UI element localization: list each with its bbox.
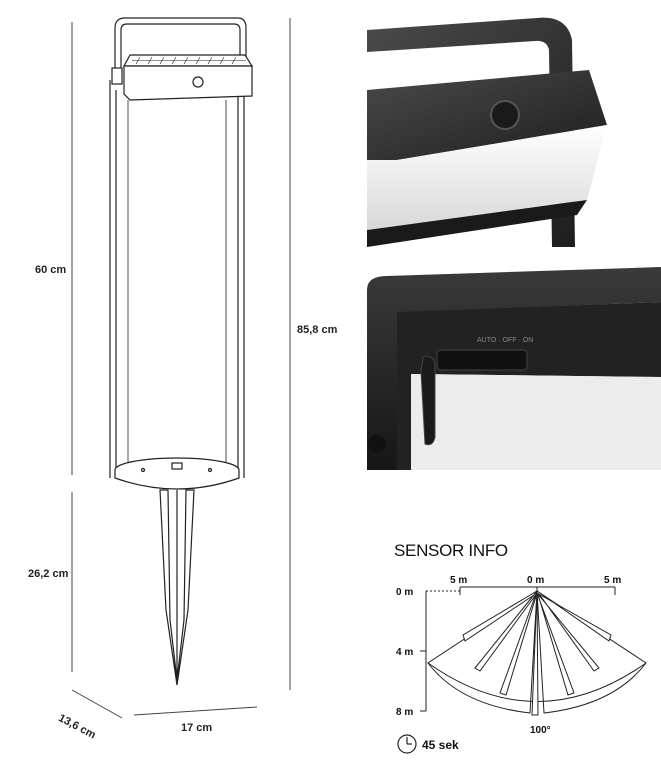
dim-label-spike: 26,2 cm (28, 568, 69, 580)
lamp-drawing (71, 17, 291, 719)
photo-switch-detail: AUTO · OFF · ON (367, 262, 661, 470)
detection-zone (427, 589, 647, 716)
axis-label-top-center: 0 m (527, 575, 544, 586)
dim-line-width (133, 706, 258, 716)
sensor-dot (192, 76, 204, 88)
photo-solar-head (367, 0, 661, 247)
axis-label-8m: 8 m (396, 707, 413, 718)
clock-icon (397, 734, 417, 754)
sensor-title: SENSOR INFO (394, 541, 508, 560)
axis-label-0m: 0 m (396, 587, 413, 598)
ground-spike (159, 489, 195, 686)
switch-labels: AUTO · OFF · ON (477, 337, 533, 344)
axis-label-top-left: 5 m (450, 575, 467, 586)
axis-label-top-right: 5 m (604, 575, 621, 586)
dim-label-width: 17 cm (181, 722, 213, 734)
dim-label-lamp: 60 cm (35, 264, 67, 276)
dim-line-depth (71, 689, 123, 719)
solar-head (111, 54, 254, 101)
timer-label: 45 sek (422, 738, 459, 752)
lamp-frame (109, 17, 247, 478)
angle-label: 100° (530, 725, 551, 736)
axis-label-4m: 4 m (396, 647, 413, 658)
lamp-base (114, 457, 240, 490)
sensor-diagram: 5 m 0 m 5 m 0 m 4 m 8 m 100° 45 sek (396, 575, 647, 754)
dim-label-total: 85,8 cm (297, 324, 338, 336)
